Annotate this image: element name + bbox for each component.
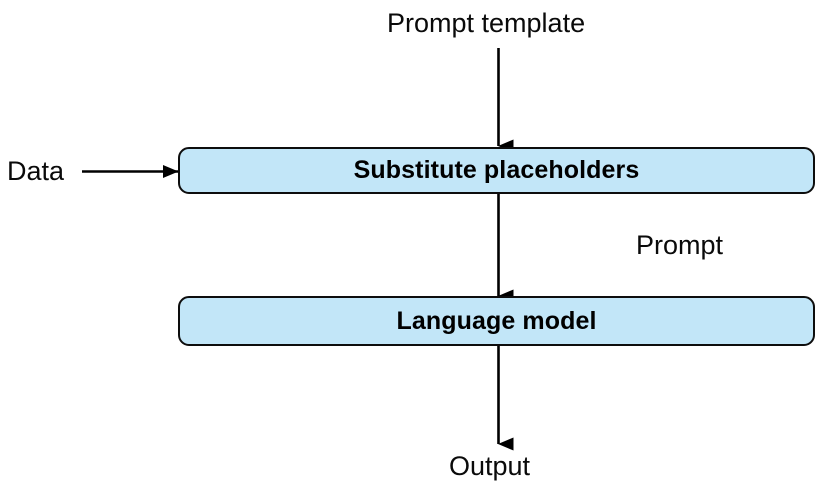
label-prompt: Prompt <box>636 230 724 260</box>
box-substitute-placeholders-label: Substitute placeholders <box>353 156 640 184</box>
box-language-model-label: Language model <box>396 306 597 335</box>
label-data: Data <box>7 156 65 186</box>
label-prompt-template: Prompt template <box>387 8 586 38</box>
box-language-model[interactable]: Language model <box>178 296 815 346</box>
label-output: Output <box>449 451 531 481</box>
box-substitute-placeholders[interactable]: Substitute placeholders <box>178 147 815 194</box>
